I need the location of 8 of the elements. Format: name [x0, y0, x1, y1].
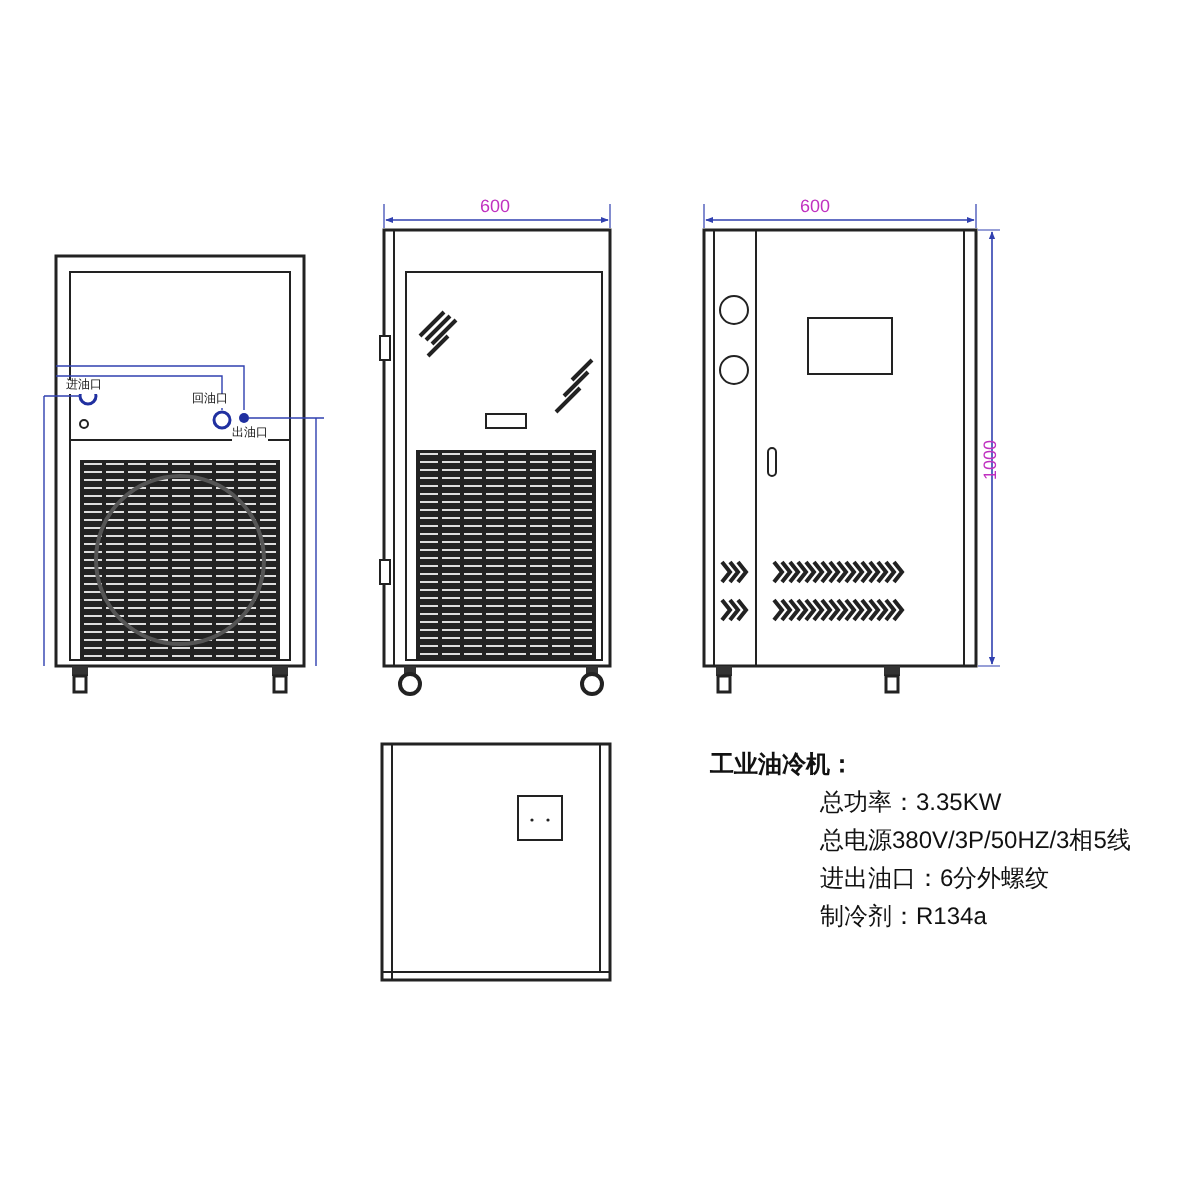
spec-text: 总电源380V/3P/50HZ/3相5线 [820, 828, 1131, 856]
spec-text: 制冷剂：R134a [820, 904, 987, 932]
spec-text: 进出油口：6分外螺纹 [820, 866, 1050, 894]
dimension-label: 600 [800, 196, 831, 217]
dimension-label: 1000 [980, 439, 1001, 480]
dimension-label: 600 [480, 196, 511, 217]
model-title: 工业油冷机： [710, 752, 854, 780]
spec-text: 总功率：3.35KW [820, 790, 1002, 818]
